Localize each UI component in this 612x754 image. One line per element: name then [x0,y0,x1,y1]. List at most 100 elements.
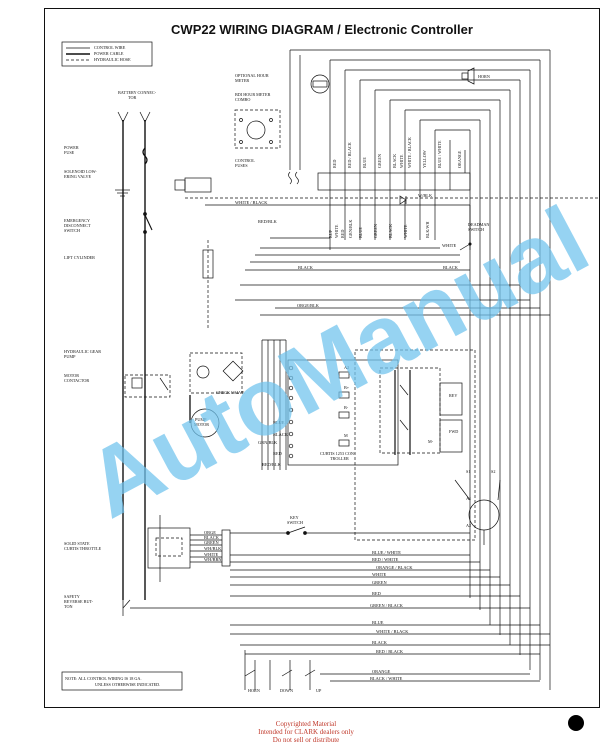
wire-label-lv-white-2: WHITE [403,224,408,238]
note-line-2: UNLESS OTHERWISE INDICATED. [95,682,160,687]
corner-dot [568,715,584,731]
wire-label-lv-grn-blk: GRN/BLK [348,220,353,238]
wire-label-green-black: GREEN / BLACK [370,603,404,608]
control-fuses-label-2: FUSES [235,163,248,168]
wire-label-v-white: WHITE [399,154,404,168]
wire-label-red-black: RED / BLACK [376,649,404,654]
wire-label-lv-red: RED [340,230,345,238]
wire-label-blue-white: BLUE / WHITE [372,550,401,555]
battery-label-2: TOR [128,95,137,100]
wire-label-lv-green: GREEN [373,224,378,238]
key-switch-label-1: KEY [290,515,299,520]
controller-label-1: CURTIS 1253 CON- [320,451,356,456]
pump-label-1: HYDRAULIC GEAR [64,349,101,354]
controller-b-plus-label: B+ [344,385,350,390]
safety-label-2: REVERSE BUT- [64,599,94,604]
wire-label-orge-blk: ORGE/BLK [297,303,320,308]
wire-label-white-black: WHITE / BLACK [235,200,268,205]
legend-power-cable: POWER CABLE [94,51,124,56]
emergency-label-3: SWITCH [64,228,80,233]
wire-label-white-black-2: WHITE / BLACK [376,629,409,634]
contactor-label-2: CONTACTOR [64,378,89,383]
wire-label-v-white-black: WHITE / BLACK [407,137,412,168]
emergency-label-1: EMERGENCY [64,218,90,223]
terminal-strip [329,173,451,190]
motor-a2-label: A2 [466,523,471,528]
down-button-label: DOWN [280,688,293,693]
wire-label-orange: ORANGE [372,669,391,674]
wire-label-v-red: RED [332,160,337,168]
wire-label-orange-black: ORANGE / BLACK [376,565,413,570]
wire-label-lv-white: WHITE [334,224,339,238]
solenoid-label-1: SOLENOID LOW- [64,169,97,174]
throttle-wire-black: BLACK [204,535,220,540]
deadman-label-1: DEADMAN [468,222,489,227]
wire-label-red: RED [273,451,282,456]
power-fuse-label-1: POWER [64,145,79,150]
wire-label-red-blk: RED/BLK [258,219,278,224]
diagram-frame [44,8,600,708]
safety-label-3: TON [64,604,73,609]
wire-label-lv-rup: RUP [328,229,333,238]
deadman-label-2: SWITCH [468,227,484,232]
wire-label-blue: BLUE [273,420,285,425]
wire-label-red-2: RED [372,591,381,596]
throttle-wire-wh-blk: WH/BLK [204,546,222,551]
wire-label-v-red-black: RED / BLACK [347,142,352,168]
battery-label-1: BATTERY CONNEC- [118,90,157,95]
wire-label-v-blue-white: BLUE / WHITE [437,140,442,168]
footer-line-1: Copyrighted Material [275,720,337,728]
wire-label-w-blk: W/BLK [418,193,433,198]
watermark: AutoManual [70,186,605,538]
legend-hydraulic-hose: HYDRAULIC HOSE [94,57,131,62]
rev-label: REV [449,393,457,398]
controller-m-label: M [344,433,348,438]
motor-a1-label: A1 [466,496,471,501]
wire-label-grn-blk: GRN/BLK [258,440,278,445]
wire-label-red-blk-2: RED/BLK [262,462,282,467]
throttle-wire-white: WHITE [204,552,218,557]
legend-box [61,41,153,67]
fwd-label: FWD [449,429,458,434]
note-line-1: NOTE: ALL CONTROL WIRING IS 18 GA. [65,676,142,681]
optional-meter-label-1: OPTIONAL HOUR [235,73,269,78]
wire-label-black-2: BLACK [443,265,459,270]
check-valve-label: CHECK VALVE [216,390,245,395]
pump-motor-label-2: MOTOR [194,422,209,427]
footer-line-3: Do not sell or distribute [272,736,340,744]
wire-label-blue-2: BLUE [372,620,384,625]
power-fuse-label-2: FUSE [64,150,75,155]
safety-label-1: SAFETY [64,594,80,599]
lift-cylinder-label: LIFT CYLINDER [64,255,95,260]
horn-button-label: HORN [248,688,260,693]
wire-label-white: WHITE [442,243,456,248]
solenoid-label-2: ERING VALVE [64,174,91,179]
controller-a2-label: A2 [344,365,349,370]
wire-label-v-green: GREEN [377,154,382,168]
throttle-wire-wh-brn: WH/BRN [204,557,222,562]
up-button-label: UP [316,688,322,693]
wire-label-lv-blue: BLUE [358,227,363,238]
wire-label-v-orange: ORANGE [457,150,462,168]
motor-s1-label: S1 [466,469,470,474]
control-fuses-label-1: CONTROL [235,158,255,163]
pump-motor-label-1: PUMP [195,417,207,422]
throttle-wire-orge: ORGE [204,530,216,535]
wire-label-black-4: BLACK [372,640,388,645]
footer-line-2: Intended for CLARK dealers only [258,728,354,736]
bdi-label-2: COMBO [235,97,250,102]
optional-meter-label-2: METER [235,78,249,83]
wire-label-v-black: BLACK [392,154,397,168]
controller-m-minus-label: M- [428,439,434,444]
wire-label-green: GREEN [372,580,387,585]
emergency-label-2: DISCONNECT [64,223,91,228]
wire-label-white-2: WHITE [372,572,386,577]
wire-label-black-3: BLACK [273,432,289,437]
motor-s2-label: S2 [491,469,495,474]
wire-label-v-blue: BLUE [362,157,367,168]
note-box [61,671,183,691]
legend-control-wire: CONTROL WIRE [94,45,126,50]
pump-label-2: PUMP [64,354,76,359]
bdi-label-1: BDI HOUR METER [235,92,271,97]
wire-label-black: BLACK [298,265,314,270]
